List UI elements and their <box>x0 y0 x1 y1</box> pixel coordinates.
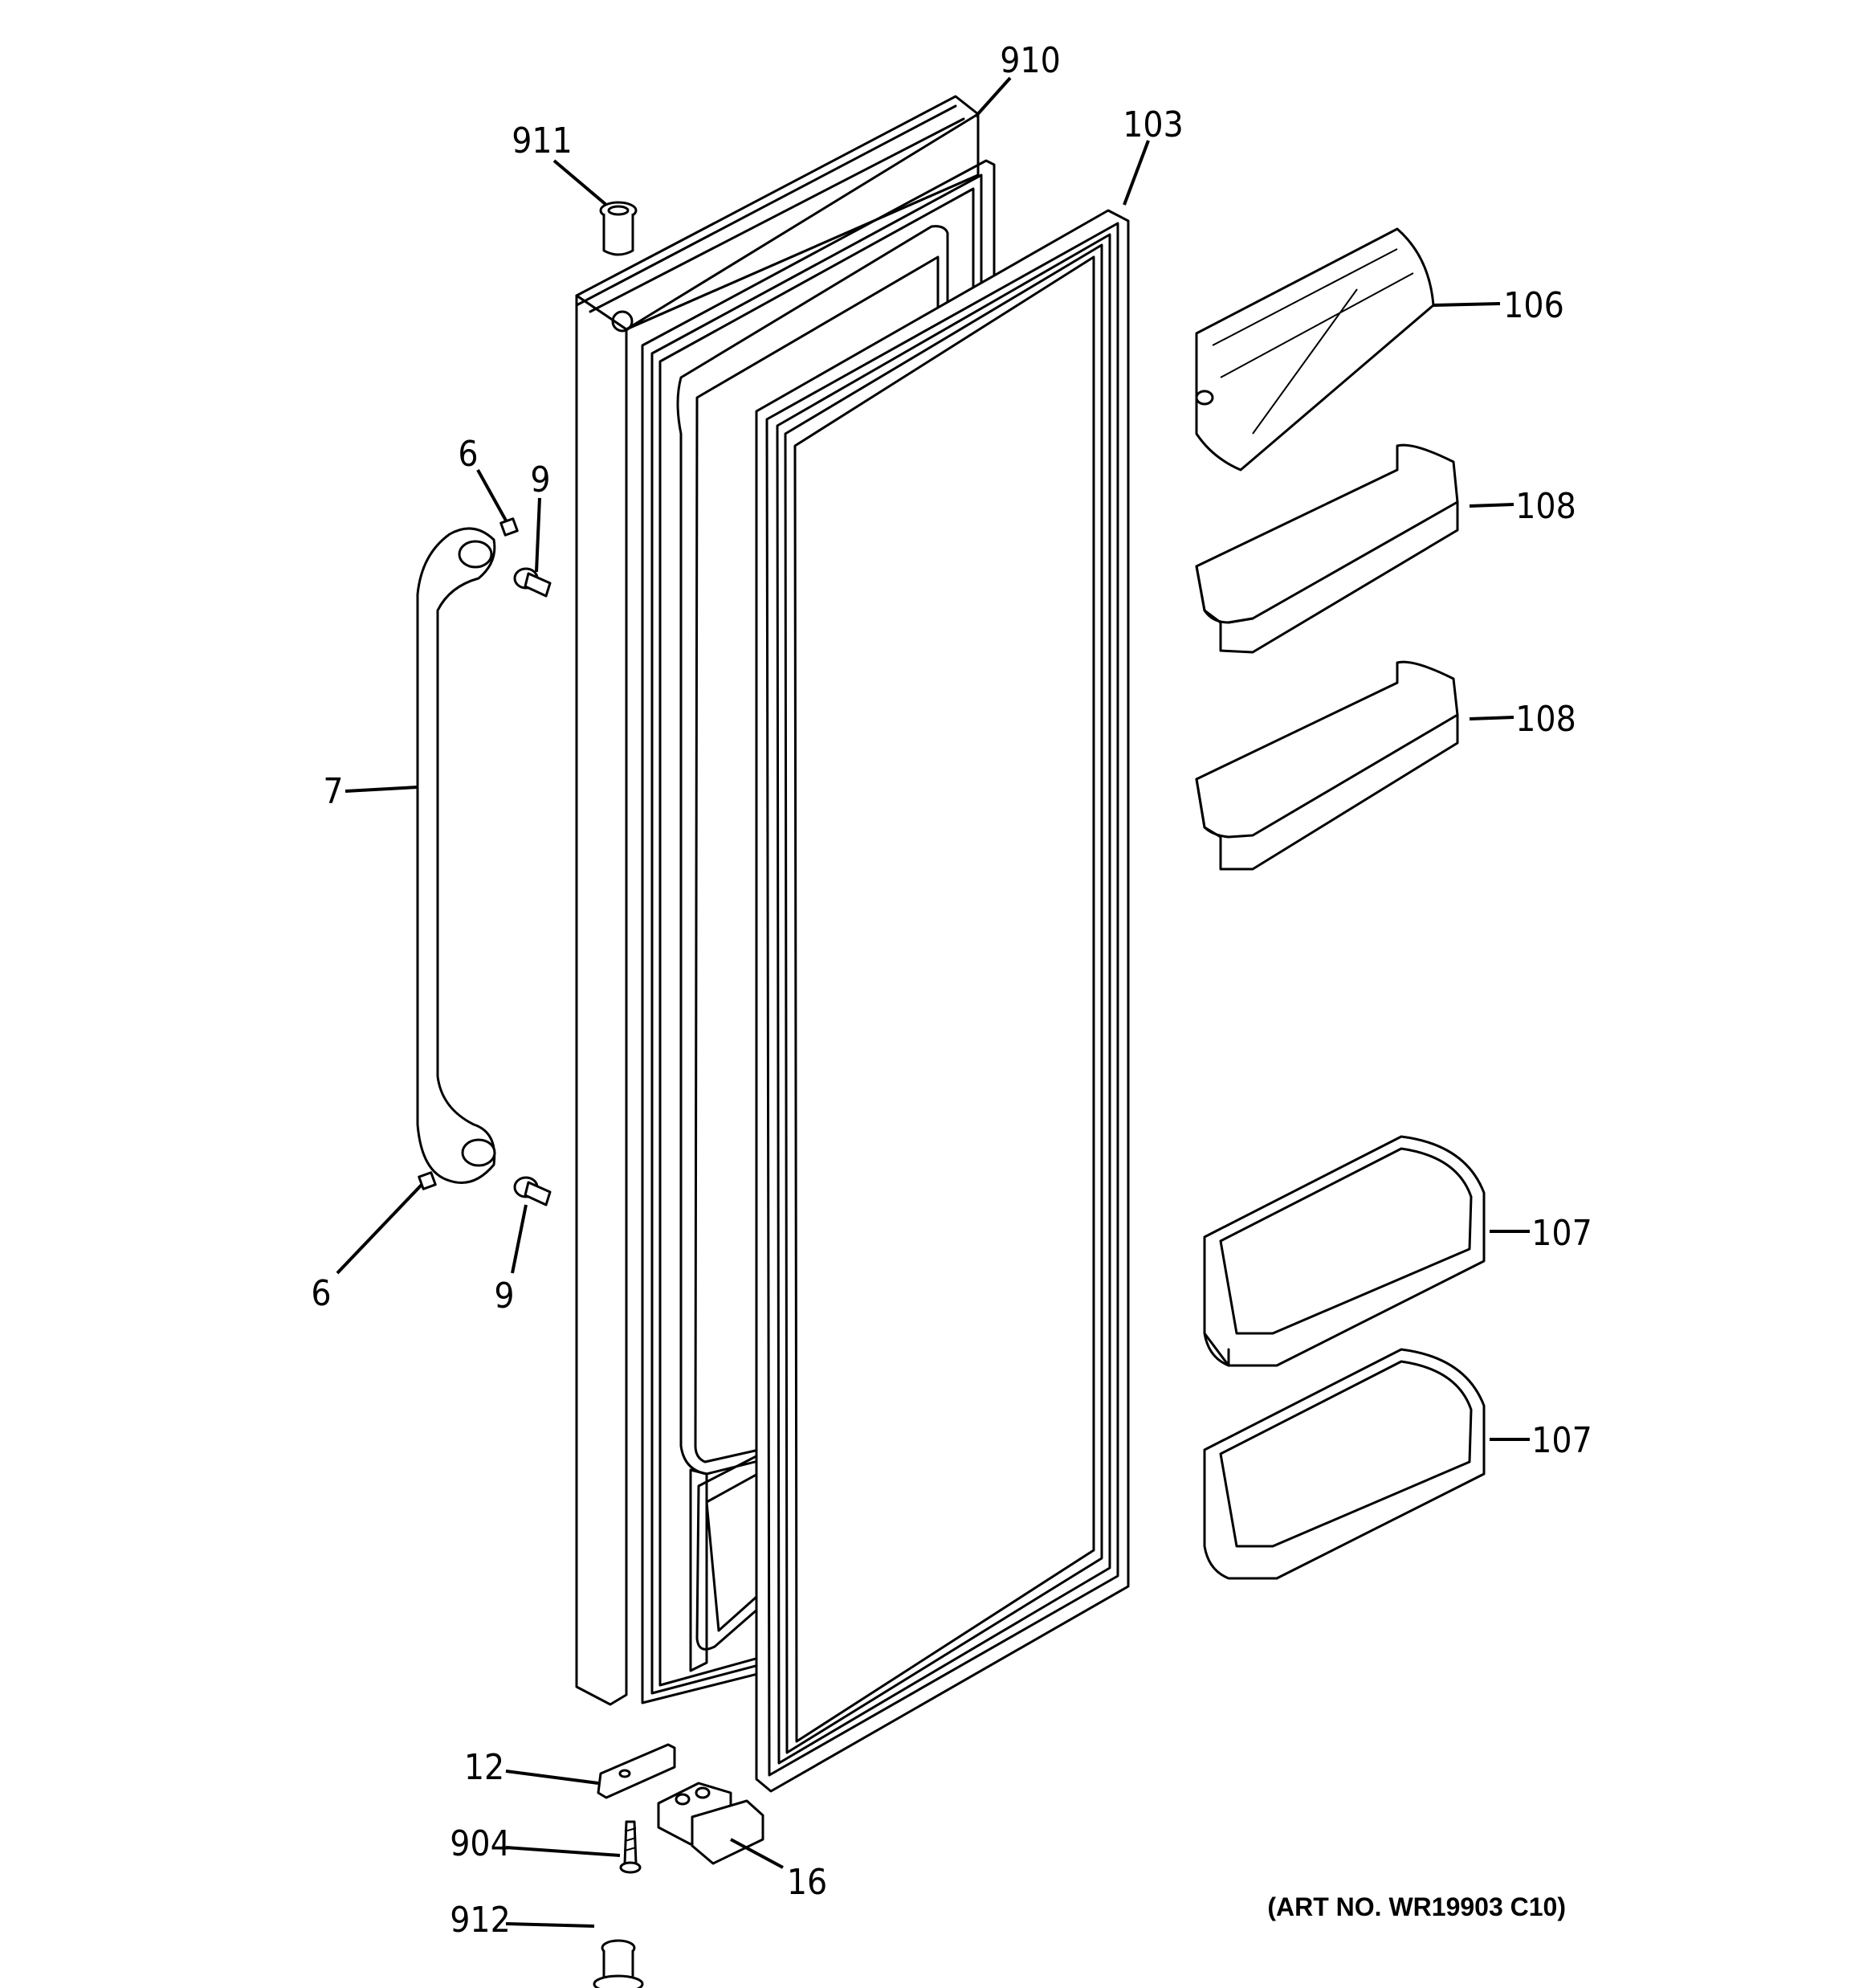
callout-904: 904 <box>450 1823 511 1864</box>
callout-6-lower: 6 <box>311 1273 331 1314</box>
door-shelf-upper <box>1195 443 1459 654</box>
callout-911: 911 <box>512 120 573 161</box>
hinge-bushing-top <box>599 201 638 256</box>
handle-studs <box>513 567 552 1206</box>
callout-107-lower: 107 <box>1531 1420 1592 1461</box>
callout-108-upper: 108 <box>1515 486 1576 527</box>
callout-910: 910 <box>1000 40 1061 81</box>
callout-12: 12 <box>464 1747 504 1788</box>
callout-107-upper: 107 <box>1531 1213 1592 1254</box>
dairy-compartment-cover <box>1195 227 1435 471</box>
callout-16: 16 <box>787 1862 827 1903</box>
callout-6-upper: 6 <box>458 434 478 475</box>
door-stop-bracket <box>597 1743 676 1799</box>
hinge-bushing-bottom <box>593 1939 644 1988</box>
callout-912: 912 <box>450 1900 511 1941</box>
art-number: (ART NO. WR19903 C10) <box>1267 1892 1566 1921</box>
door-shelf-lower <box>1195 660 1459 871</box>
door-bin-lower <box>1203 1348 1486 1580</box>
callout-labels: 910 911 103 106 108 108 6 9 7 6 9 107 10… <box>311 40 1592 1941</box>
callout-7: 7 <box>323 771 343 812</box>
bottom-hinge <box>657 1782 764 1865</box>
door-bin-upper <box>1203 1135 1486 1367</box>
callout-103: 103 <box>1123 104 1184 145</box>
callout-9-upper: 9 <box>530 459 550 500</box>
callout-106: 106 <box>1503 285 1564 326</box>
leader-lines <box>336 76 1530 1928</box>
callout-9-lower: 9 <box>494 1276 514 1316</box>
door-handle <box>416 527 496 1184</box>
door-gasket <box>755 209 1130 1793</box>
hinge-screw <box>619 1820 642 1874</box>
callout-108-lower: 108 <box>1515 699 1576 740</box>
handle-screws <box>418 517 519 1190</box>
